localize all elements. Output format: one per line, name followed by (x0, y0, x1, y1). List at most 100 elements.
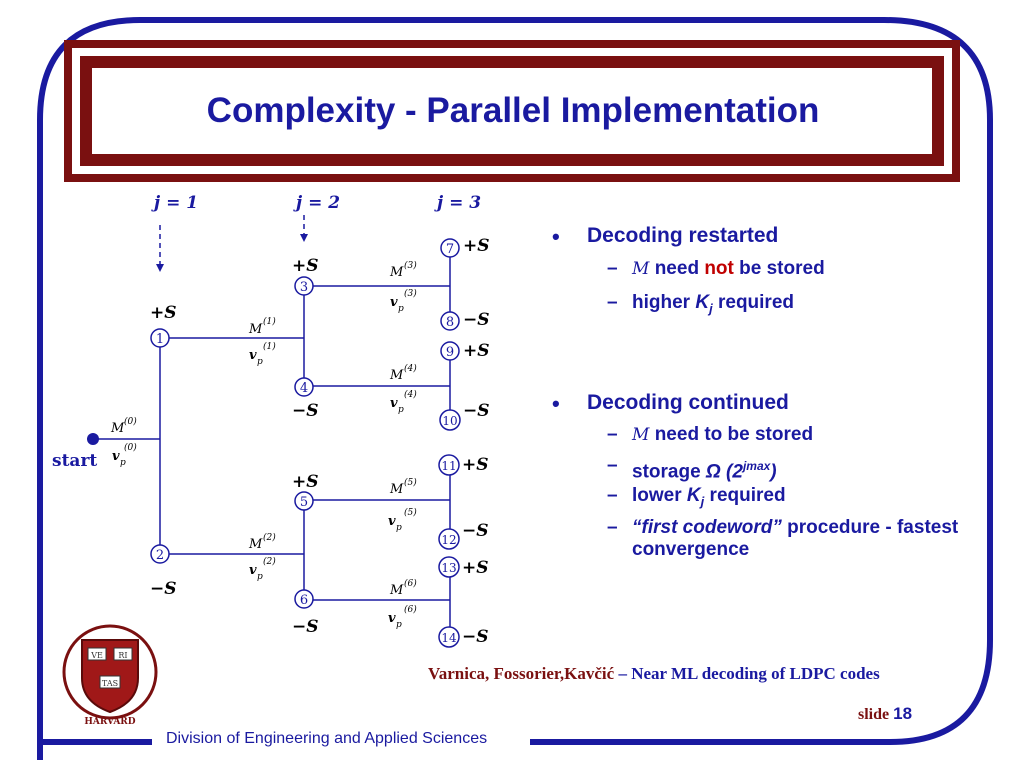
svg-text:(5): (5) (404, 477, 417, 488)
slide-number: slide 18 (858, 704, 913, 723)
v-symbol: v (388, 611, 396, 626)
bullet-item-text: M need not be stored (632, 258, 825, 279)
svg-text:RI: RI (118, 651, 127, 660)
plus-s-label: +S (462, 455, 489, 475)
node-13: 13 (438, 556, 460, 578)
column-label-j1: j = 1 (151, 193, 198, 213)
node-2: 2 (150, 544, 170, 564)
bullet-heading-text: Decoding restarted (587, 224, 779, 247)
svg-text:3: 3 (300, 280, 308, 295)
bullet-item: – (607, 292, 618, 313)
svg-text:(5): (5) (404, 507, 417, 518)
m-symbol: M (389, 368, 404, 383)
plus-s-label: +S (463, 236, 490, 256)
svg-text:p: p (257, 572, 263, 582)
svg-text:(4): (4) (404, 389, 417, 400)
bullet-heading-restarted: • (552, 224, 560, 249)
bullet-item: – (607, 258, 618, 279)
svg-text:(3): (3) (404, 288, 417, 299)
svg-text:(6): (6) (404, 578, 417, 589)
svg-text:p: p (398, 405, 404, 415)
v-symbol: v (112, 449, 120, 464)
minus-s-label: −S (292, 401, 319, 421)
svg-text:p: p (398, 304, 404, 314)
bullet-item: – (607, 455, 618, 476)
citation: Varnica, Fossorier,Kavčić – Near ML deco… (428, 664, 880, 683)
svg-text:1: 1 (156, 332, 164, 347)
svg-text:14: 14 (441, 631, 457, 645)
m-symbol: M (389, 583, 404, 598)
plus-s-label: +S (292, 472, 319, 492)
svg-text:8: 8 (446, 315, 454, 330)
node-1: 1 (150, 328, 170, 348)
plus-s-label: +S (292, 256, 319, 276)
decoding-tree-diagram: j = 1 j = 2 j = 3 1 2 3 4 5 6 7 8 9 10 1… (52, 193, 490, 648)
node-7: 7 (440, 238, 460, 258)
minus-s-label: −S (463, 310, 490, 330)
bullet-item: – (607, 517, 618, 538)
bullet-item-text: M need to be stored (632, 424, 814, 445)
column-label-j2: j = 2 (293, 193, 340, 213)
m-symbol: M (389, 482, 404, 497)
node-9: 9 (440, 341, 460, 361)
svg-text:(3): (3) (404, 260, 417, 271)
bullet-item: – (607, 485, 618, 506)
svg-text:5: 5 (300, 495, 308, 510)
svg-text:(0): (0) (124, 442, 137, 453)
svg-text:p: p (257, 357, 263, 367)
node-12: 12 (438, 528, 460, 550)
plus-s-label: +S (150, 303, 177, 323)
svg-text:(1): (1) (263, 316, 276, 327)
node-10: 10 (439, 409, 461, 431)
svg-text:13: 13 (441, 561, 456, 575)
node-14: 14 (438, 626, 460, 648)
minus-s-label: −S (292, 617, 319, 637)
svg-text:4: 4 (300, 381, 308, 396)
m-symbol: M (248, 322, 263, 337)
node-8: 8 (440, 311, 460, 331)
v-symbol: v (249, 348, 257, 363)
node-4: 4 (294, 377, 314, 397)
bullet-heading-continued: • (552, 391, 560, 416)
svg-text:p: p (396, 523, 402, 533)
minus-s-label: −S (462, 627, 489, 647)
bullet-item-text: “first codeword” procedure - fastest con… (632, 517, 959, 560)
svg-text:10: 10 (442, 414, 457, 428)
bullet-item: – (607, 424, 618, 445)
bullet-item-text: storage Ω (2jmax) (632, 459, 777, 483)
node-6: 6 (294, 589, 314, 609)
svg-text:(6): (6) (404, 604, 417, 615)
svg-text:(4): (4) (404, 363, 417, 374)
minus-s-label: −S (463, 401, 490, 421)
svg-text:(2): (2) (263, 532, 276, 543)
v-symbol: v (390, 396, 398, 411)
plus-s-label: +S (463, 341, 490, 361)
svg-text:7: 7 (446, 242, 454, 257)
m-symbol: M (389, 265, 404, 280)
node-3: 3 (294, 276, 314, 296)
m-symbol: M (248, 537, 263, 552)
svg-text:9: 9 (446, 345, 454, 360)
svg-text:(0): (0) (124, 416, 137, 427)
svg-text:VE: VE (90, 651, 103, 660)
m-symbol: M (110, 421, 125, 436)
bullet-item-text: lower Kj required (632, 485, 786, 509)
node-5: 5 (294, 491, 314, 511)
v-symbol: v (249, 563, 257, 578)
bullet-heading-text: Decoding continued (587, 391, 789, 414)
svg-text:TAS: TAS (102, 679, 118, 688)
harvard-shield-logo: VE RI TAS HARVARD (62, 624, 158, 727)
v-symbol: v (388, 514, 396, 529)
svg-text:p: p (396, 620, 402, 630)
minus-s-label: −S (462, 521, 489, 541)
svg-text:2: 2 (156, 548, 164, 563)
page-title: Complexity - Parallel Implementation (206, 91, 820, 130)
svg-text:11: 11 (441, 459, 456, 473)
svg-text:HARVARD: HARVARD (84, 717, 135, 727)
svg-text:(2): (2) (263, 556, 276, 567)
v-symbol: v (390, 295, 398, 310)
plus-s-label: +S (462, 558, 489, 578)
column-label-j3: j = 3 (434, 193, 481, 213)
svg-text:p: p (120, 458, 126, 468)
